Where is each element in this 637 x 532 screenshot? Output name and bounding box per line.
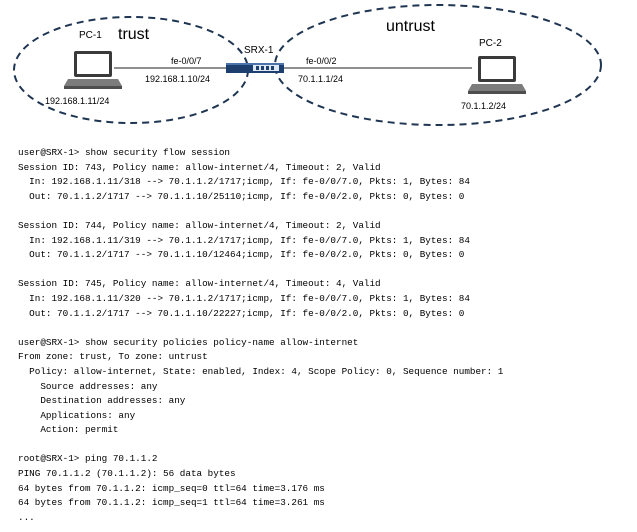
cli-line: Out: 70.1.1.2/1717 --> 70.1.1.10/12464;i… bbox=[18, 249, 465, 261]
cli-line: Destination addresses: any bbox=[18, 395, 186, 407]
untrust-zone-label: untrust bbox=[386, 18, 435, 35]
srx-trust-interface-label: fe-0/0/7 bbox=[171, 56, 202, 66]
cli-line: Action: permit bbox=[18, 424, 119, 436]
cli-line bbox=[18, 321, 503, 336]
cli-line: In: 192.168.1.11/319 --> 70.1.1.2/1717;i… bbox=[18, 234, 470, 246]
pc2-ip-label: 70.1.1.2/24 bbox=[461, 101, 507, 111]
cli-line: Session ID: 743, Policy name: allow-inte… bbox=[18, 161, 381, 173]
cli-line: user@SRX-1> show security flow session bbox=[18, 147, 231, 158]
cli-line: In: 192.168.1.11/320 --> 70.1.1.2/1717;i… bbox=[18, 292, 470, 304]
cli-line: Session ID: 745, Policy name: allow-inte… bbox=[18, 278, 381, 290]
cli-line: In: 192.168.1.11/318 --> 70.1.1.2/1717;i… bbox=[18, 176, 470, 188]
cli-line bbox=[18, 263, 503, 278]
cli-line: 64 bytes from 70.1.1.2: icmp_seq=1 ttl=6… bbox=[18, 497, 325, 509]
cli-line bbox=[18, 204, 503, 219]
untrust-zone-ellipse bbox=[274, 4, 602, 126]
srx-untrust-interface-label: fe-0/0/2 bbox=[306, 56, 337, 66]
srx-trust-ip-label: 192.168.1.10/24 bbox=[145, 74, 211, 84]
cli-line: Session ID: 744, Policy name: allow-inte… bbox=[18, 219, 381, 231]
cli-line: 64 bytes from 70.1.1.2: icmp_seq=0 ttl=6… bbox=[18, 482, 325, 494]
cli-line: Out: 70.1.1.2/1717 --> 70.1.1.10/25110;i… bbox=[18, 190, 465, 202]
topology-graphic bbox=[13, 4, 602, 126]
network-diagram: trust untrust PC-1 192.168.1.11/24 SRX-1… bbox=[0, 0, 637, 140]
trust-zone-label: trust bbox=[118, 26, 150, 43]
srx-untrust-ip-label: 70.1.1.1/24 bbox=[298, 74, 344, 84]
pc2-name-label: PC-2 bbox=[479, 38, 502, 49]
pc1-laptop-icon bbox=[64, 51, 122, 89]
pc1-ip-label: 192.168.1.11/24 bbox=[45, 96, 110, 106]
cli-line: PING 70.1.1.2 (70.1.1.2): 56 data bytes bbox=[18, 468, 236, 480]
cli-line bbox=[18, 438, 503, 453]
cli-line: From zone: trust, To zone: untrust bbox=[18, 351, 208, 363]
cli-line: ... bbox=[18, 511, 35, 523]
pc2-laptop-icon bbox=[468, 56, 526, 94]
cli-line: Applications: any bbox=[18, 409, 136, 421]
pc1-name-label: PC-1 bbox=[79, 30, 102, 41]
cli-line: Out: 70.1.1.2/1717 --> 70.1.1.10/22227;i… bbox=[18, 307, 465, 319]
cli-line: Source addresses: any bbox=[18, 380, 158, 392]
cli-line: Policy: allow-internet, State: enabled, … bbox=[18, 365, 504, 377]
srx-name-label: SRX-1 bbox=[244, 45, 274, 56]
srx-device-icon bbox=[226, 63, 284, 73]
cli-line: user@SRX-1> show security policies polic… bbox=[18, 336, 359, 348]
cli-line: root@SRX-1> ping 70.1.1.2 bbox=[18, 453, 158, 465]
